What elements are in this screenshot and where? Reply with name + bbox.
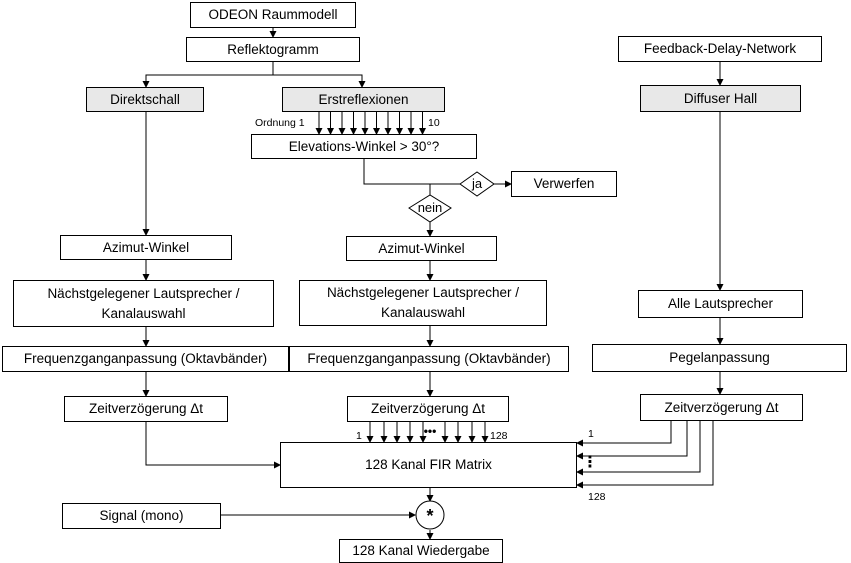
wiedergabe-box: 128 Kanal Wiedergabe — [339, 539, 503, 563]
fir-matrix-box: 128 Kanal FIR Matrix — [280, 442, 577, 488]
decision-ja-label: ja — [471, 176, 483, 191]
multiply-operator: * — [426, 506, 434, 526]
delay-right-box: Zeitverzögerung Δt — [640, 394, 803, 421]
decision-nein-label: nein — [417, 200, 443, 215]
nearest-speaker-mid-box: Nächstgelegener Lautsprecher / Kanalausw… — [299, 280, 547, 326]
signal-mono-box: Signal (mono) — [62, 503, 221, 529]
decision-nein-diamond — [408, 194, 452, 223]
fdn-box: Feedback-Delay-Network — [618, 36, 822, 62]
azimut-mid-box: Azimut-Winkel — [346, 236, 497, 261]
freq-left-box: Frequenzganganpassung (Oktavbänder) — [2, 346, 289, 372]
channels-mid-start-label: 1 — [356, 430, 362, 442]
pegelanpassung-box: Pegelanpassung — [592, 344, 847, 372]
channels-right-start-label: 1 — [588, 428, 594, 440]
channels-mid-end-label: 128 — [490, 430, 508, 442]
decision-ja-diamond — [459, 171, 495, 197]
erstreflexionen-box: Erstreflexionen — [282, 87, 445, 112]
verwerfen-box: Verwerfen — [511, 171, 617, 197]
ordnung-start-label: Ordnung 1 — [255, 117, 305, 129]
azimut-left-box: Azimut-Winkel — [60, 235, 232, 260]
channels-mid-dots-label: ••• — [423, 424, 437, 438]
diffuser-hall-box: Diffuser Hall — [640, 85, 801, 112]
delay-left-box: Zeitverzögerung Δt — [64, 396, 228, 422]
odeon-box: ODEON Raummodell — [190, 2, 356, 28]
direktschall-box: Direktschall — [86, 87, 204, 112]
freq-mid-box: Frequenzganganpassung (Oktavbänder) — [289, 346, 569, 372]
channels-right-end-label: 128 — [588, 491, 606, 503]
elevation-box: Elevations-Winkel > 30°? — [251, 134, 477, 159]
nearest-speaker-left-box: Nächstgelegener Lautsprecher / Kanalausw… — [13, 280, 274, 327]
channels-right-dots-label: ⋮ — [582, 454, 598, 471]
multiply-operator-circle — [415, 500, 445, 530]
alle-lautsprecher-box: Alle Lautsprecher — [638, 290, 803, 318]
reflektogramm-box: Reflektogramm — [186, 37, 360, 62]
delay-mid-box: Zeitverzögerung Δt — [347, 396, 509, 422]
ordnung-end-label: 10 — [428, 117, 440, 129]
